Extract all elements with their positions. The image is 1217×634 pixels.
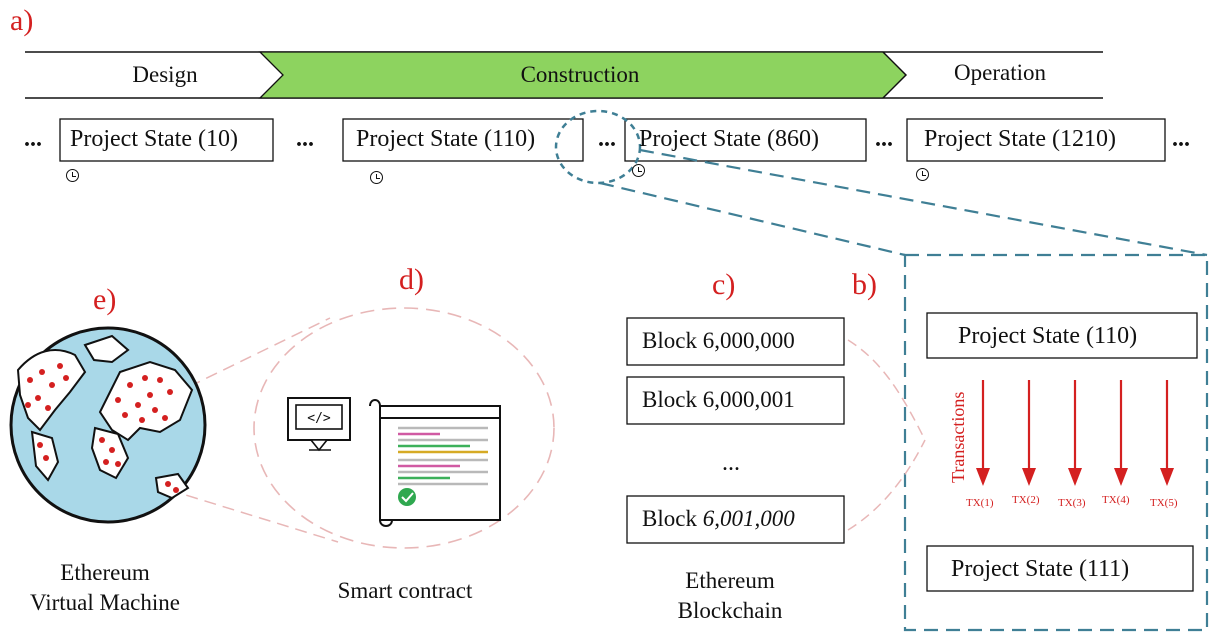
- evm-caption: Ethereum Virtual Machine: [0, 558, 210, 618]
- clock-icon: [370, 171, 383, 184]
- clock-icon: [66, 169, 79, 182]
- detail-state-top-box: [926, 312, 1198, 359]
- project-state-110: Project State (110): [356, 126, 536, 152]
- blockchain-caption-line2: Blockchain: [677, 598, 783, 623]
- project-state-box-1210: [906, 118, 1166, 162]
- block-6000000-box: [626, 317, 845, 366]
- transactions-detail-frame: [903, 253, 1209, 632]
- block-6000001: Block 6,000,001: [642, 387, 795, 412]
- project-state-box-110: [342, 118, 584, 162]
- evm-connector-lower: [149, 483, 339, 543]
- tx1-arrowhead: [976, 468, 990, 486]
- block-6001000-prefix: Block: [642, 506, 703, 531]
- tx2-arrowhead: [1022, 468, 1036, 486]
- project-state-10: Project State (10): [70, 126, 238, 152]
- tx-label-3: TX(3): [1058, 497, 1086, 509]
- tx-label-2: TX(2): [1012, 494, 1040, 506]
- ellipsis-1: ...: [24, 126, 42, 152]
- clock-icon: [916, 168, 929, 181]
- clock-icon: [632, 164, 645, 177]
- tx-label-1: TX(1): [966, 497, 994, 509]
- block-ellipsis: ...: [722, 450, 740, 476]
- tx3-arrowhead: [1068, 468, 1082, 486]
- block-connector-upper: [847, 339, 926, 441]
- tx-label-4: TX(4): [1102, 494, 1130, 506]
- blockchain-caption-line1: Ethereum: [685, 568, 775, 593]
- tx4-arrowhead: [1114, 468, 1128, 486]
- zoom-connector-lower: [599, 181, 906, 257]
- svg-text:</>: </>: [307, 411, 331, 426]
- panel-label-a: a): [10, 4, 34, 37]
- zoom-connector-upper: [639, 148, 1208, 257]
- ellipsis-5: ...: [1172, 126, 1190, 152]
- transactions-vertical-label: Transactions: [948, 392, 968, 483]
- detail-state-top: Project State (110): [958, 323, 1138, 349]
- block-6001000: Block 6,001,000: [642, 506, 795, 532]
- evm-caption-line2: Virtual Machine: [30, 590, 180, 615]
- globe-icon: [9, 326, 207, 524]
- project-state-860: Project State (860): [639, 126, 819, 152]
- phase-operation: Operation: [954, 60, 1046, 85]
- smart-contract-circle: [253, 307, 555, 549]
- blockchain-caption: Ethereum Blockchain: [650, 566, 810, 626]
- project-state-box-10: [59, 118, 274, 162]
- panel-label-e: e): [93, 283, 117, 316]
- ellipsis-3: ...: [598, 126, 616, 152]
- code-monitor-icon: </>: [287, 397, 351, 452]
- phase-construction: Construction: [520, 62, 640, 87]
- contract-document-icon: [369, 399, 501, 527]
- panel-label-c: c): [712, 268, 736, 301]
- panel-label-b: b): [852, 268, 877, 301]
- evm-caption-line1: Ethereum: [60, 560, 150, 585]
- evm-connector-upper: [171, 317, 331, 396]
- zoom-ellipse: [554, 109, 642, 185]
- phase-design: Design: [132, 62, 198, 87]
- smart-contract-caption: Smart contract: [337, 578, 473, 603]
- block-connector-lower: [847, 439, 926, 531]
- operation-phase-chevron: [882, 51, 907, 99]
- panel-label-d: d): [399, 263, 424, 296]
- tx5-arrowhead: [1160, 468, 1174, 486]
- ellipsis-4: ...: [875, 126, 893, 152]
- detail-state-bottom: Project State (111): [951, 556, 1130, 582]
- tx-label-5: TX(5): [1150, 497, 1178, 509]
- detail-state-bottom-box: [926, 545, 1194, 592]
- block-6001000-box: [626, 495, 845, 544]
- block-6000000: Block 6,000,000: [642, 328, 795, 353]
- ellipsis-2: ...: [296, 126, 314, 152]
- block-6001000-number: 6,001,000: [702, 506, 795, 531]
- block-6000001-box: [626, 376, 845, 425]
- project-state-1210: Project State (1210): [924, 126, 1116, 152]
